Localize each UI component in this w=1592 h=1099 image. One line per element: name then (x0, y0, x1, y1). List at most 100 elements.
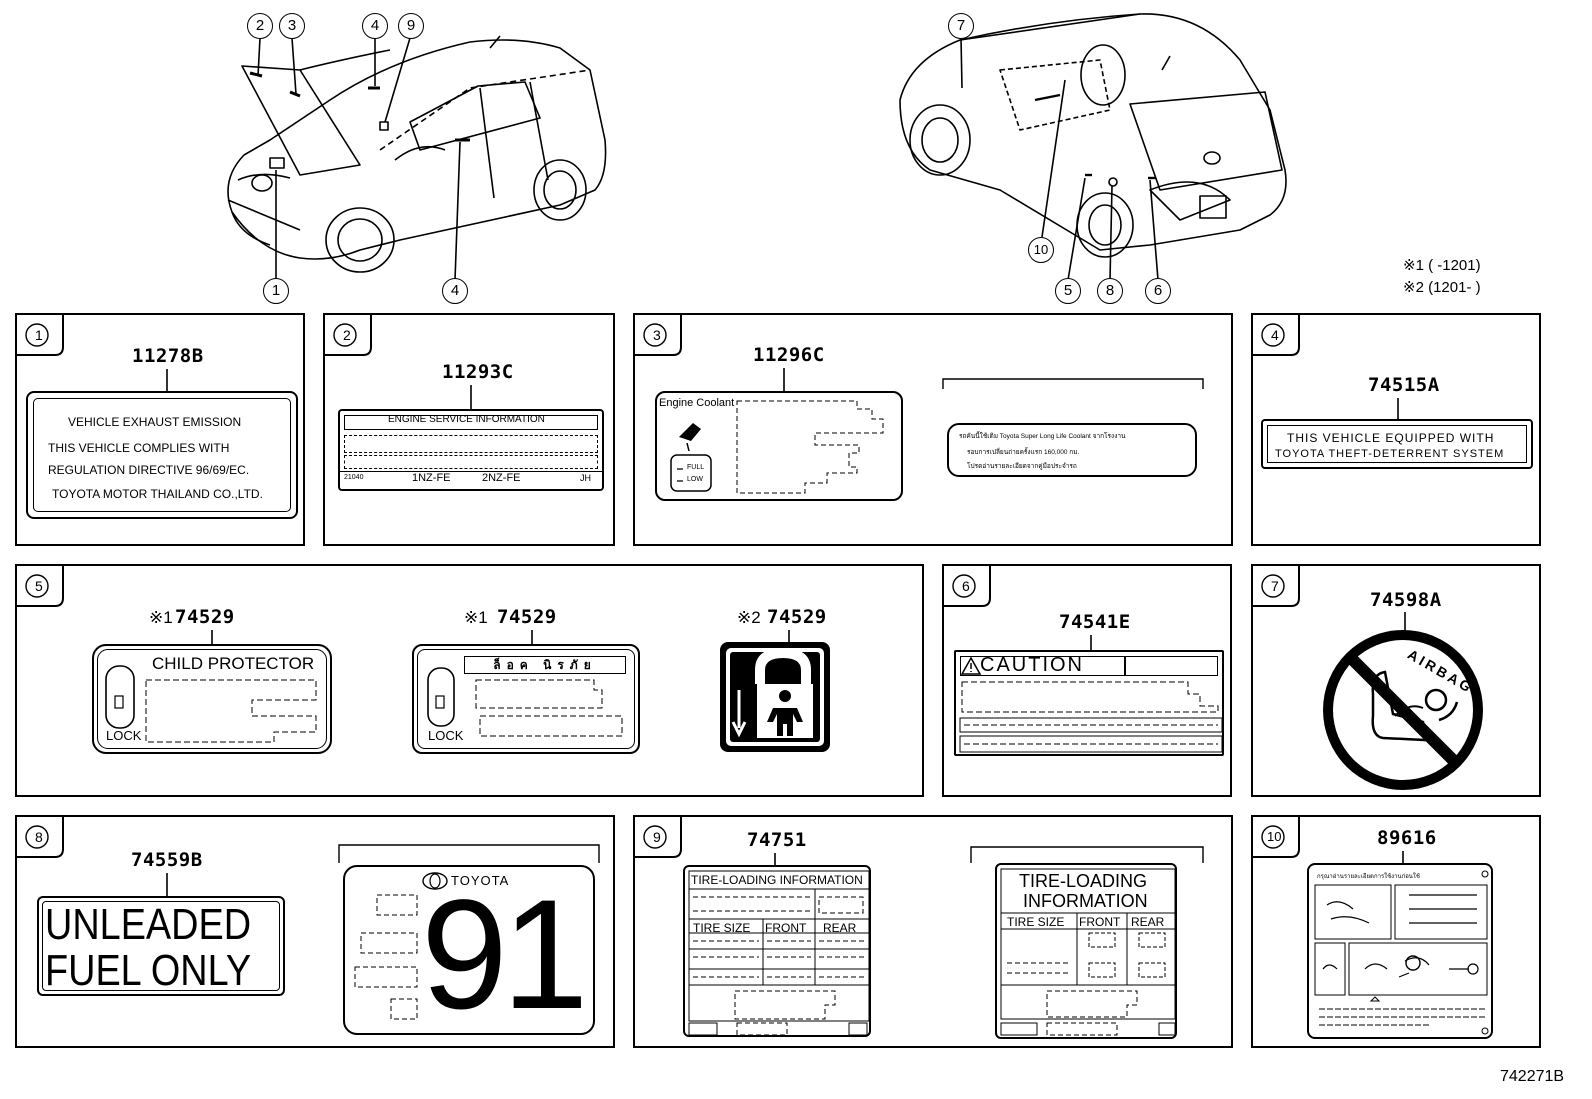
label-title: CHILD PROTECTOR (152, 654, 315, 673)
coolant-jug-icon (670, 423, 712, 492)
tire-loading-label-a: TIRE-LOADING INFORMATION TIRE SIZE FRONT… (683, 865, 871, 1037)
callout-9: 9 (398, 13, 424, 39)
label-line-2: TOYOTA THEFT-DETERRENT SYSTEM (1275, 448, 1505, 460)
callout-2: 2 (247, 13, 273, 39)
caution-label: CAUTION (954, 650, 1224, 756)
panel-number: 2 (343, 327, 351, 343)
tire-rear-header: REAR (823, 921, 857, 935)
callout-1: 1 (263, 278, 289, 304)
text-area-placeholder (736, 400, 884, 494)
thai-line-2: รอบการเปลี่ยนถ่ายครั้งแรก 160,000 กม. (967, 449, 1080, 456)
panel-9: 9 74751 TIRE-LOADING INFORMATION TIRE SI… (633, 815, 1233, 1048)
part-number: 74529 (175, 606, 235, 628)
part-number: 74598A (1370, 589, 1442, 611)
callout-4-top: 4 (362, 13, 388, 39)
label-line: TOYOTA MOTOR THAILAND CO.,LTD. (52, 487, 263, 501)
tire-title-line-2: INFORMATION (1023, 891, 1148, 911)
thai-line-1: รถคันนี้ใช้เติม Toyota Super Long Life C… (959, 433, 1126, 440)
panel-5: 5 ※1 74529 ※1 74529 ※2 74529 CHILD PROTE… (15, 564, 924, 797)
panel-number: 8 (35, 829, 43, 845)
part-number: 74529 (767, 606, 827, 628)
child-lock-pictogram-icon (720, 642, 830, 752)
airbag-warning-icon (1323, 612, 1483, 790)
label-header: กรุณาอ่านรายละเอียดการใช้งานก่อนใช้ (1317, 874, 1420, 880)
part-number: 74559B (131, 849, 203, 871)
part-leader (783, 368, 1204, 391)
part-leader (1397, 398, 1399, 419)
instruction-label: กรุณาอ่านรายละเอียดการใช้งานก่อนใช้ (1307, 863, 1493, 1039)
panel-3: 3 11296C Engine Coolant FULL LOW รถคันนี… (633, 313, 1233, 546)
callout-3: 3 (279, 13, 305, 39)
part-leader (1402, 851, 1404, 863)
warning-text-placeholder (959, 681, 1223, 753)
label-line: VEHICLE EXHAUST EMISSION (68, 415, 242, 429)
variant-mark: ※2 (737, 608, 761, 627)
callout-4-bottom: 4 (442, 278, 468, 304)
tire-title: TIRE-LOADING INFORMATION (691, 873, 863, 887)
part-leader (1090, 635, 1092, 650)
child-protector-thai-label: ล็อค นิรภัย LOCK (412, 644, 640, 754)
brand-text: TOYOTA (451, 873, 510, 888)
octane-number: 91 (421, 868, 589, 1042)
part-leader (166, 369, 168, 391)
panel-number-tab (633, 815, 682, 858)
diagram-code: 742271B (1500, 1068, 1565, 1085)
lock-switch-icon (105, 665, 317, 743)
tire-loading-label-b: TIRE-LOADING INFORMATION TIRE SIZE FRONT… (995, 863, 1177, 1039)
panel-8: 8 74559B UNLEADED FUEL ONLY TOYOTA 91 (15, 815, 615, 1048)
part-number: 89616 (1377, 827, 1437, 849)
toyota-logo-icon (354, 872, 448, 1020)
panel-number: 4 (1271, 327, 1279, 343)
panel-number: 10 (1267, 829, 1282, 844)
panel-number: 9 (653, 829, 661, 845)
panel-7: 7 74598A AIRBAG (1251, 564, 1541, 797)
part-number: 11296C (753, 344, 825, 366)
panel-4: 4 74515A THIS VEHICLE EQUIPPED WITH TOYO… (1251, 313, 1541, 546)
part-leaders (774, 846, 1204, 865)
panel-10: 10 89616 กรุณาอ่านรายละเอียดการใช้งานก่อ… (1251, 815, 1541, 1048)
part-number: 74529 (497, 606, 557, 628)
label-line-1: UNLEADED (45, 900, 252, 949)
panel-2: 2 11293C ENGINE SERVICE INFORMATION 2104… (323, 313, 615, 546)
lock-switch-icon (427, 667, 623, 737)
panel-number: 1 (35, 327, 43, 343)
part-number: 11278B (132, 345, 204, 367)
label-line-2: FUEL ONLY (45, 946, 252, 995)
panel-number: 6 (962, 578, 970, 594)
instruction-pictograms-icon (1314, 870, 1489, 1035)
engine-code-2: 2NZ-FE (482, 472, 521, 484)
child-protector-label: CHILD PROTECTOR LOCK (92, 644, 332, 754)
part-leaders (211, 630, 790, 644)
tire-front-header: FRONT (1079, 915, 1121, 929)
lock-text: LOCK (428, 728, 464, 743)
callout-5: 5 (1055, 278, 1081, 304)
panel-1: 1 11278B VEHICLE EXHAUST EMISSION THIS V… (15, 313, 305, 546)
label-line-1: THIS VEHICLE EQUIPPED WITH (1287, 431, 1495, 445)
callout-6: 6 (1145, 278, 1171, 304)
lock-text: LOCK (106, 728, 142, 743)
low-mark: LOW (687, 476, 703, 483)
exhaust-emission-label: VEHICLE EXHAUST EMISSION THIS VEHICLE CO… (26, 391, 298, 519)
variant-note-2: ※2 (1201- ) (1403, 279, 1481, 296)
panel-number: 3 (653, 327, 661, 343)
caution-title: CAUTION (980, 654, 1084, 676)
part-number: 11293C (442, 361, 514, 383)
thai-line-3: โปรดอ่านรายละเอียดจากคู่มือประจำรถ (967, 463, 1077, 470)
label-footer-region: JH (580, 473, 591, 483)
part-number: 74515A (1368, 374, 1440, 396)
panel-number-tab (15, 564, 64, 607)
label-title: ล็อค นิรภัย (464, 656, 626, 674)
panel-number-tab (942, 564, 991, 607)
label-line: REGULATION DIRECTIVE 96/69/EC. (48, 463, 250, 477)
panel-number-tab (15, 815, 64, 858)
callout-8: 8 (1097, 278, 1123, 304)
front-car-illustration (227, 13, 1287, 281)
part-leaders (166, 844, 600, 896)
warning-triangle-icon (960, 656, 982, 675)
label-header: ENGINE SERVICE INFORMATION (388, 414, 545, 425)
panel-6: 6 74541E CAUTION (942, 564, 1232, 797)
panel-number: 7 (1271, 578, 1279, 594)
thai-coolant-label: รถคันนี้ใช้เติม Toyota Super Long Life C… (947, 423, 1197, 477)
unleaded-fuel-label: UNLEADED FUEL ONLY (37, 896, 285, 996)
part-number: 74541E (1059, 611, 1131, 633)
